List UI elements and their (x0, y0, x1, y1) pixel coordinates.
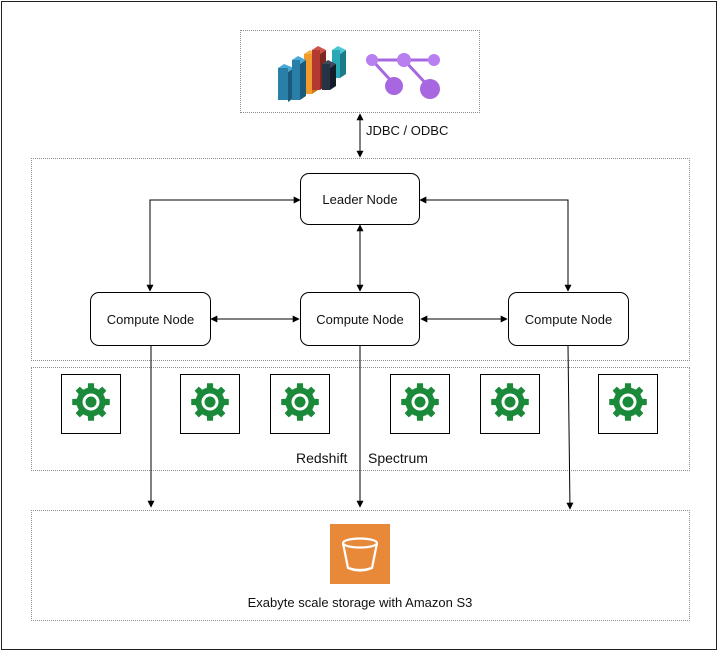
arrow-leader-compute-left (146, 196, 301, 292)
arrow-leader-compute-right (419, 196, 572, 292)
compute-node-middle: Compute Node (300, 292, 420, 346)
leader-node-label: Leader Node (322, 191, 398, 207)
leader-node: Leader Node (300, 173, 420, 225)
compute-node-right: Compute Node (508, 292, 629, 346)
compute-node-label: Compute Node (524, 311, 613, 327)
bar-chart-icon (278, 46, 346, 102)
gear-icon (190, 382, 230, 427)
spectrum-worker-4 (390, 374, 450, 434)
storage-caption: Exabyte scale storage with Amazon S3 (247, 595, 473, 610)
gear-icon (400, 382, 440, 427)
spectrum-worker-3 (270, 374, 330, 434)
gear-icon (280, 382, 320, 427)
spectrum-label-spectrum: Spectrum (368, 450, 428, 466)
spectrum-worker-6 (598, 374, 658, 434)
spectrum-worker-5 (480, 374, 540, 434)
storage-box (31, 510, 690, 621)
spectrum-worker-1 (61, 374, 121, 434)
gear-icon (608, 382, 648, 427)
graph-network-icon (366, 53, 440, 99)
compute-node-label: Compute Node (106, 311, 195, 327)
compute-node-label: Compute Node (316, 311, 404, 327)
gear-icon (71, 382, 111, 427)
client-tools-box (240, 30, 480, 113)
compute-node-left: Compute Node (90, 292, 211, 346)
gear-icon (490, 382, 530, 427)
s3-bucket-icon (330, 524, 390, 584)
arrow-compute-right-storage (566, 345, 574, 510)
spectrum-worker-2 (180, 374, 240, 434)
connector-label: JDBC / ODBC (366, 123, 449, 138)
spectrum-label-redshift: Redshift (296, 450, 348, 466)
